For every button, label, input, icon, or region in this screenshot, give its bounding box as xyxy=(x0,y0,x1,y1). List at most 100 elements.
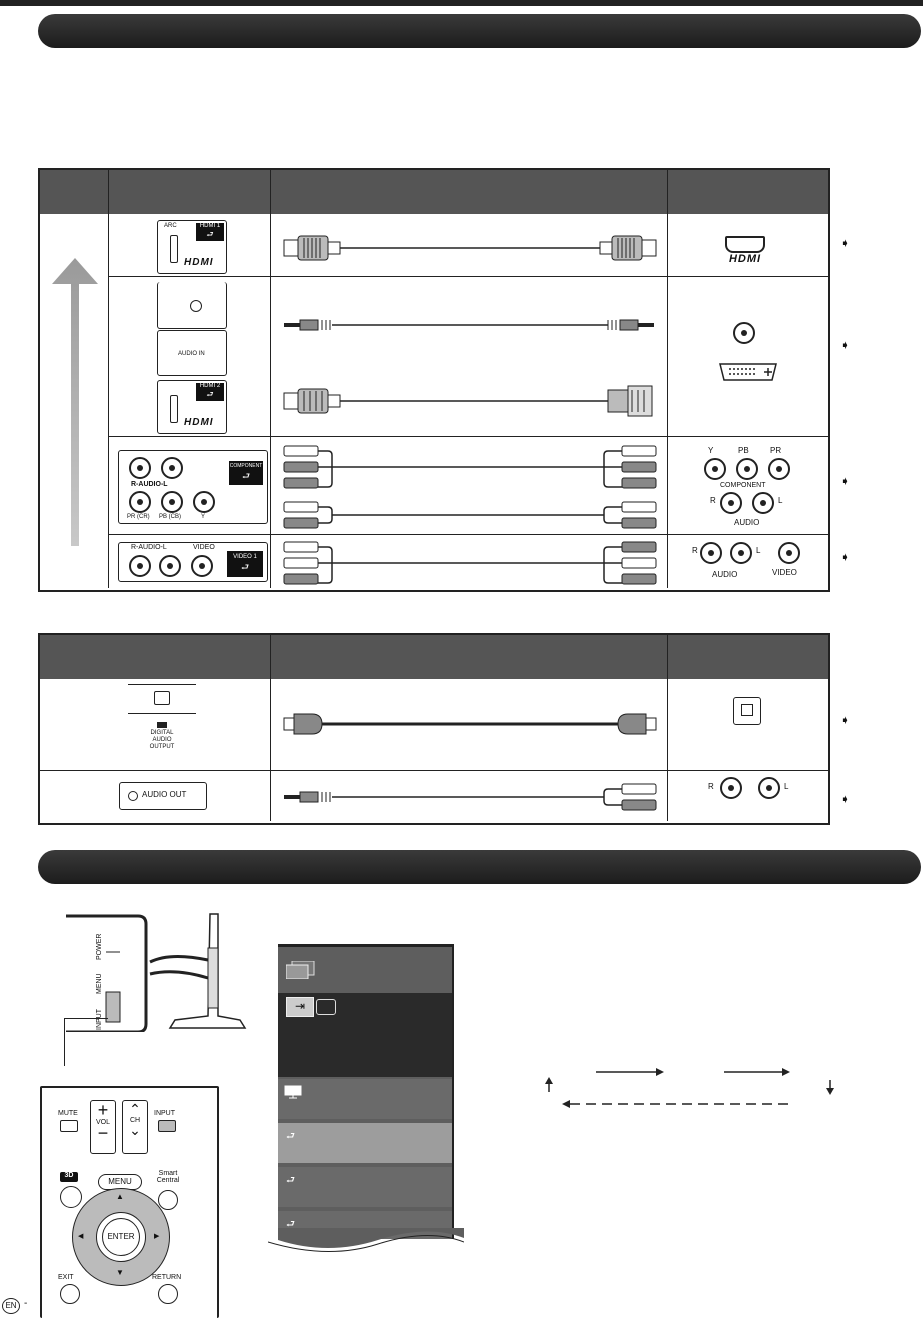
quality-arrow-icon xyxy=(52,258,98,546)
input-badge-icon xyxy=(316,999,336,1015)
r-audio-l-label: R-AUDIO-L xyxy=(131,544,167,551)
tv-menu-label: MENU xyxy=(96,973,103,994)
component-device-jacks: Y PB PR COMPONENT R L AUDIO xyxy=(694,442,804,530)
menu-item-current-input[interactable]: ⇥ xyxy=(278,993,452,1077)
l-label: L xyxy=(778,496,783,505)
dvi-device-jack-icon xyxy=(719,363,777,381)
hdmi2-terminal: HDMI 2⮐ HDMI xyxy=(157,380,227,434)
l-label: L xyxy=(756,546,761,555)
return-label: RETURN xyxy=(152,1274,182,1281)
hdmi1-badge: HDMI 1⮐ xyxy=(196,223,224,241)
menu-torn-edge xyxy=(268,1228,464,1253)
top-rule xyxy=(0,0,923,6)
hdmi-cable-icon xyxy=(283,235,657,261)
exit-label: EXIT xyxy=(58,1274,74,1281)
hdmi-logo: HDMI xyxy=(184,257,214,268)
page-ref-arrow-icon: ➧ xyxy=(840,792,851,806)
y-label: Y xyxy=(708,446,714,455)
table-header-row xyxy=(40,635,828,679)
menu-item-input-1[interactable]: ⮐ xyxy=(278,1123,452,1163)
arc-label: ARC xyxy=(164,223,177,229)
connection-table-video xyxy=(38,168,830,592)
menu-item-input-2[interactable]: ⮐ xyxy=(278,1167,452,1207)
right-arrow-icon: ▶ xyxy=(154,1233,160,1240)
y-label: Y xyxy=(201,514,206,520)
ch-label: CH xyxy=(129,1117,141,1124)
digital-audio-output-terminal: DIGITAL AUDIO OUTPUT xyxy=(128,684,196,766)
page-ref-arrow-icon: ➧ xyxy=(840,550,851,564)
audio-label: AUDIO xyxy=(734,518,760,527)
page-ref-arrow-icon: ➧ xyxy=(840,236,851,250)
tv-input-label: INPUT xyxy=(96,1009,103,1030)
optical-device-jack xyxy=(733,697,761,725)
page-ref-arrow-icon: ➧ xyxy=(840,338,851,352)
return-button[interactable] xyxy=(158,1284,178,1304)
r-audio-l-label: R-AUDIO-L xyxy=(131,481,168,488)
tv-side-illustration xyxy=(66,913,247,1032)
hdmi1-terminal: ARC HDMI 1⮐ HDMI xyxy=(157,220,227,274)
mute-label: MUTE xyxy=(58,1110,78,1117)
video-label: VIDEO xyxy=(193,544,215,551)
audio-in-label: AUDIO IN xyxy=(178,351,205,357)
hdmi-device-jack: HDMI xyxy=(716,236,774,272)
video1-badge: VIDEO 1⮐ xyxy=(227,551,263,577)
smart-central-button[interactable] xyxy=(158,1190,178,1210)
composite-cable-icon xyxy=(283,541,657,585)
component-and-audio-cables-icon xyxy=(283,445,657,529)
up-arrow-icon: ▲ xyxy=(116,1192,124,1201)
pb-label: PB xyxy=(738,446,749,455)
audio-out-label: AUDIO OUT xyxy=(142,790,187,799)
hdmi-port-icon xyxy=(170,395,178,423)
component-terminal: R-AUDIO-L PR (CR) PB (CB) Y COMPONENT⮐ xyxy=(118,450,268,524)
down-arrow-icon: ▼ xyxy=(116,1268,124,1277)
input-2-icon: ⮐ xyxy=(286,1175,295,1186)
tv-icon xyxy=(284,1085,302,1099)
input-cycle-diagram xyxy=(545,1068,834,1108)
3d-button[interactable]: 3D xyxy=(60,1172,78,1182)
audio-rca-device-jacks: R L xyxy=(708,776,808,802)
audio-out-jack-icon xyxy=(128,791,138,801)
pr-label: PR xyxy=(770,446,782,455)
mute-button[interactable] xyxy=(60,1120,78,1132)
page-ref-arrow-icon: ➧ xyxy=(840,474,851,488)
3d-round-button[interactable] xyxy=(60,1186,82,1208)
pr-cr-label: PR (CR) xyxy=(127,514,150,520)
input-label: INPUT xyxy=(154,1110,175,1117)
audio-mini-plug-cable-icon xyxy=(284,319,654,331)
hdmi-logo: HDMI xyxy=(728,253,762,265)
audio-out-terminal: AUDIO OUT xyxy=(119,782,207,810)
language-badge: EN xyxy=(2,1298,20,1314)
r-label: R xyxy=(710,496,716,505)
audio-mini-to-rca-cable-icon xyxy=(284,783,657,811)
r-label: R xyxy=(708,782,714,791)
table-header-row xyxy=(40,170,828,214)
r-label: R xyxy=(692,546,698,555)
hdmi-logo: HDMI xyxy=(184,417,214,428)
page-ref-arrow-icon: ➧ xyxy=(840,713,851,727)
hdmi-port-icon xyxy=(170,235,178,263)
channel-rocker[interactable]: ⌃ CH ⌄ xyxy=(122,1100,148,1154)
audio-in-terminal xyxy=(157,282,227,329)
pb-cb-label: PB (CB) xyxy=(159,514,182,520)
hdmi-to-dvi-cable-icon xyxy=(283,385,653,417)
enter-button[interactable]: ENTER xyxy=(102,1218,140,1256)
volume-rocker[interactable]: + VOL − xyxy=(90,1100,116,1154)
input-3-icon: ⮐ xyxy=(286,1219,295,1230)
video1-terminal: R-AUDIO-L VIDEO VIDEO 1⮐ xyxy=(118,542,268,582)
page-number-dash: - xyxy=(24,1298,28,1309)
hdmi2-badge: HDMI 2⮐ xyxy=(196,383,224,401)
menu-item-tv[interactable] xyxy=(278,1079,452,1119)
input-button[interactable] xyxy=(158,1120,176,1132)
tv-power-label: POWER xyxy=(96,933,103,960)
exit-button[interactable] xyxy=(60,1284,80,1304)
input-switch-icon: ⇥ xyxy=(286,997,314,1017)
connection-table-audio xyxy=(38,633,830,825)
audio-label: AUDIO xyxy=(712,570,738,579)
component-label: COMPONENT xyxy=(720,482,766,489)
left-arrow-icon: ◀ xyxy=(78,1233,84,1240)
vol-label: VOL xyxy=(95,1119,110,1126)
section-header-connecting xyxy=(38,14,921,48)
section-header-input-selection xyxy=(38,850,921,884)
